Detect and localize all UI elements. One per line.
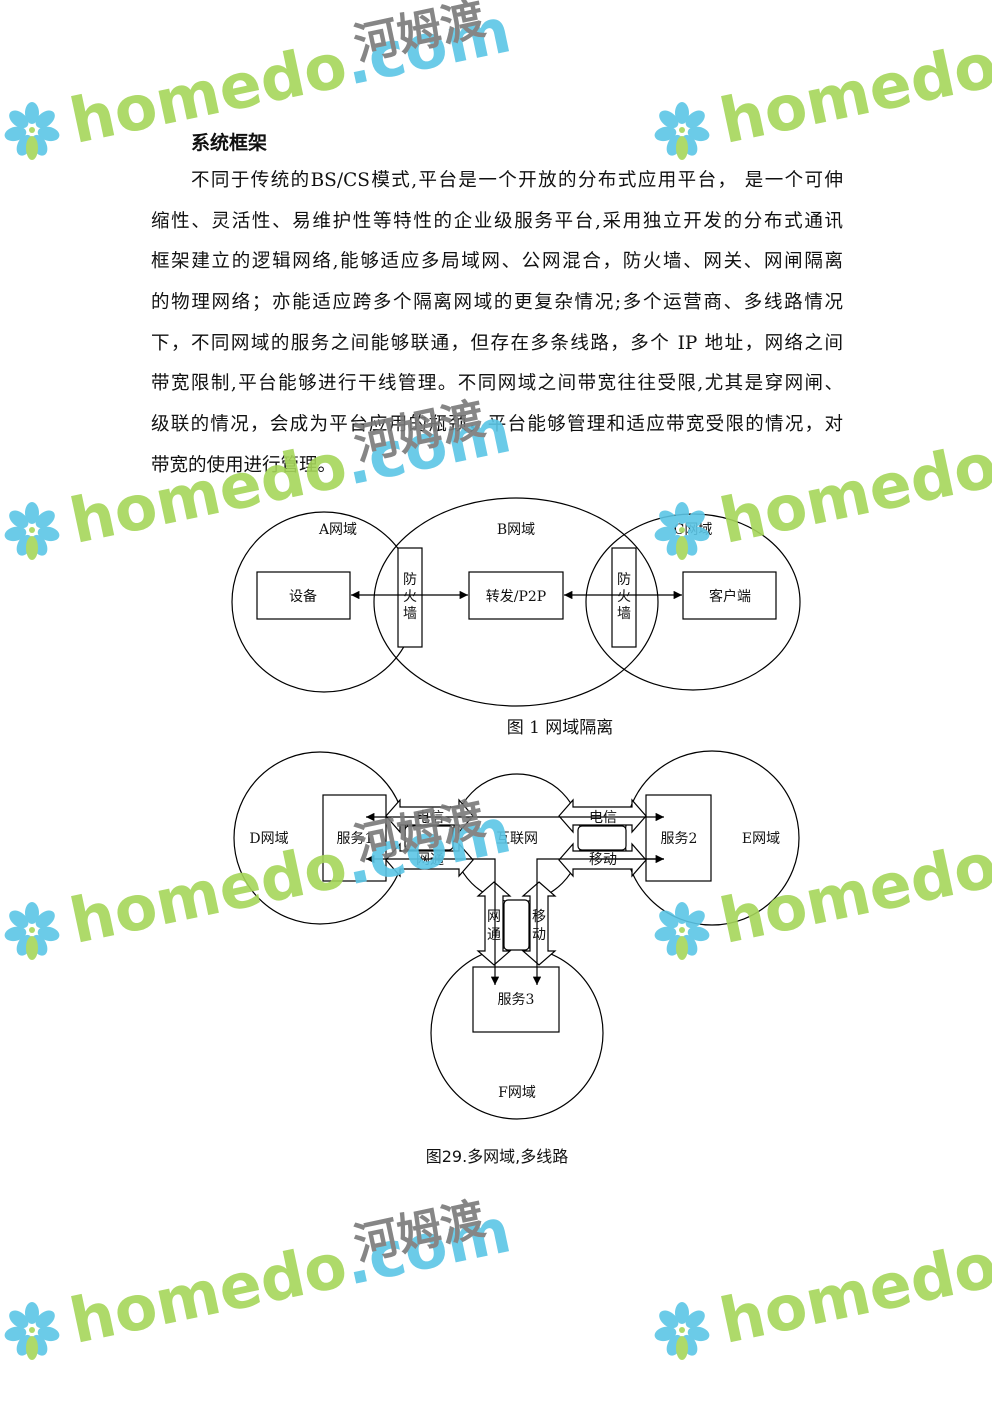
domain-e-label: E网域 — [742, 831, 780, 847]
service2-label: 服务2 — [661, 831, 698, 847]
service1-label: 服务1 — [337, 831, 374, 847]
internet-label: 互联网 — [496, 831, 538, 847]
client-box — [682, 571, 777, 620]
unicom-label: 网通 — [416, 852, 444, 868]
figure-2-caption: 图29.多网域,多线路 — [425, 1147, 569, 1166]
mobile-label: 移动 — [589, 852, 617, 868]
paragraph-line: 框架建立的逻辑网络,能够适应多局域网、公网混合，防火墙、网关、网闸隔离 — [151, 251, 843, 273]
domain-d-label: D网域 — [249, 831, 288, 847]
mobile-label: 移 — [532, 909, 546, 925]
service3-box — [472, 966, 560, 1033]
firewall-label: 墙 — [403, 606, 417, 622]
service3-label: 服务3 — [498, 992, 535, 1008]
figure-1-caption: 图 1 网域隔离 — [506, 718, 614, 738]
fat-arrow — [558, 842, 647, 878]
firewall-label: 火 — [617, 589, 631, 605]
unicom-label: 通 — [487, 927, 501, 943]
relay-box — [468, 571, 564, 620]
unicom-label: 网 — [487, 909, 501, 925]
telecom-label: 电信 — [589, 810, 617, 826]
device-box — [256, 571, 351, 620]
figure-2-diagram — [233, 750, 800, 1120]
paragraph-line: 不同于传统的BS/CS模式,平台是一个开放的分布式应用平台， 是一个可伸 — [191, 170, 843, 191]
device-label: 设备 — [289, 588, 317, 605]
telecom-label: 电信 — [416, 810, 444, 826]
mobile-link — [532, 858, 664, 985]
pipe-cylinder — [404, 825, 454, 851]
paragraph-line: 的物理网络；亦能适应跨多个隔离网域的更复杂情况;多个运营商、多线路情况 — [151, 292, 843, 314]
relay-label: 转发/P2P — [486, 589, 546, 605]
mobile-label: 动 — [532, 927, 546, 943]
service2-box — [645, 794, 712, 882]
paragraph-line: 缩性、灵活性、易维护性等特性的企业级服务平台,采用独立开发的分布式通讯 — [151, 210, 843, 232]
firewall-label: 墙 — [617, 606, 631, 622]
client-label: 客户端 — [709, 588, 751, 605]
domain-c-label: C网域 — [674, 522, 713, 538]
pipe-cylinder — [503, 899, 530, 951]
pipe-cylinder — [577, 825, 627, 851]
domain-f-label: F网域 — [498, 1085, 536, 1101]
firewall-label: 防 — [617, 572, 631, 588]
firewall-label: 火 — [403, 589, 417, 605]
paragraph-line: 带宽限制,平台能够进行干线管理。不同网域之间带宽往往受限,尤其是穿网闸、 — [151, 373, 843, 395]
firewall-label: 防 — [403, 572, 417, 588]
domain-a-label: A网域 — [318, 522, 357, 538]
fat-arrow — [521, 881, 557, 966]
domain-b-label: B网域 — [497, 522, 535, 538]
paragraph-line: 下，不同网域的服务之间能够联通，但存在多条线路，多个 IP 地址，网络之间 — [151, 332, 843, 354]
